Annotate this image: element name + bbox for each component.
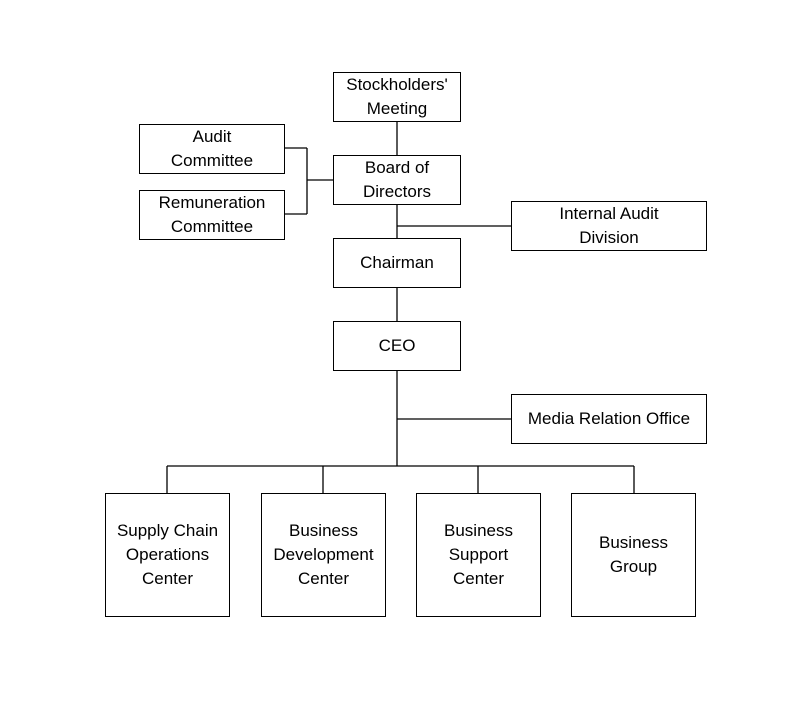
media-relation-office-box: Media Relation Office <box>511 394 707 444</box>
board-of-directors-box: Board of Directors <box>333 155 461 205</box>
board-of-directors-label: Board of Directors <box>362 158 431 201</box>
ceo-box: CEO <box>333 321 461 371</box>
stockholders-meeting-box: Stockholders' Meeting <box>333 72 461 122</box>
audit-committee-box: Audit Committee <box>139 124 285 174</box>
business-development-center-label: Business Development Center <box>273 521 374 588</box>
internal-audit-division-box: Internal Audit Division <box>511 201 707 251</box>
chairman-box: Chairman <box>333 238 461 288</box>
business-development-center-box: Business Development Center <box>261 493 386 617</box>
business-support-center-box: Business Support Center <box>416 493 541 617</box>
stockholders-meeting-label: Stockholders' Meeting <box>346 75 448 118</box>
supply-chain-operations-center-label: Supply Chain Operations Center <box>116 521 219 588</box>
supply-chain-operations-center-box: Supply Chain Operations Center <box>105 493 230 617</box>
remuneration-committee-box: Remuneration Committee <box>139 190 285 240</box>
ceo-label: CEO <box>378 336 416 355</box>
business-group-label: Business Group <box>599 533 668 576</box>
media-relation-office-label: Media Relation Office <box>527 409 691 428</box>
chairman-label: Chairman <box>360 253 434 272</box>
remuneration-committee-label: Remuneration Committee <box>158 193 266 236</box>
audit-committee-label: Audit Committee <box>170 127 254 170</box>
business-support-center-label: Business Support Center <box>444 521 513 588</box>
business-group-box: Business Group <box>571 493 696 617</box>
internal-audit-division-label: Internal Audit Division <box>559 204 659 247</box>
